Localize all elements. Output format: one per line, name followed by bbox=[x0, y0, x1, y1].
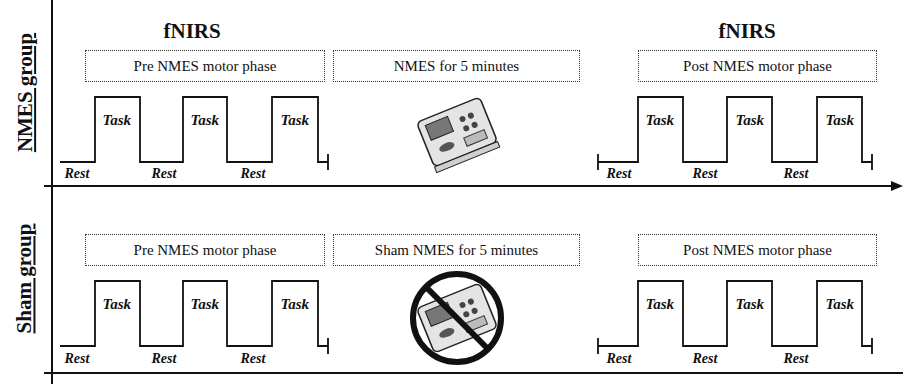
task-label: Task bbox=[281, 296, 310, 313]
phase-box: NMES for 5 minutes bbox=[333, 50, 580, 82]
phase-box: Sham NMES for 5 minutes bbox=[333, 234, 580, 266]
task-label: Task bbox=[646, 112, 675, 129]
stimulator-device bbox=[416, 283, 497, 353]
bottom-line bbox=[44, 372, 903, 374]
task-label: Task bbox=[281, 112, 310, 129]
phase-label: NMES for 5 minutes bbox=[394, 58, 519, 75]
phase-box: Pre NMES motor phase bbox=[85, 234, 325, 266]
rest-label: Rest bbox=[607, 351, 632, 367]
rest-label: Rest bbox=[152, 166, 177, 182]
phase-box: Post NMES motor phase bbox=[638, 50, 877, 82]
task-label: Task bbox=[191, 112, 220, 129]
block-wave bbox=[60, 97, 328, 170]
rest-label: Rest bbox=[607, 166, 632, 182]
block-wave bbox=[598, 97, 872, 170]
block-waves bbox=[60, 97, 872, 354]
task-label: Task bbox=[103, 112, 132, 129]
recording-label: fNIRS bbox=[164, 19, 221, 44]
recording-label: fNIRS bbox=[719, 19, 776, 44]
rest-label: Rest bbox=[65, 351, 90, 367]
prohibition-sign bbox=[413, 274, 501, 362]
phase-label: Post NMES motor phase bbox=[683, 242, 832, 259]
block-wave bbox=[60, 281, 328, 354]
task-label: Task bbox=[826, 112, 855, 129]
rest-label: Rest bbox=[784, 166, 809, 182]
block-wave bbox=[598, 281, 872, 354]
rest-label: Rest bbox=[693, 166, 718, 182]
phase-box: Post NMES motor phase bbox=[638, 234, 877, 266]
rest-label: Rest bbox=[241, 351, 266, 367]
task-label: Task bbox=[736, 296, 765, 313]
block-wave-row bbox=[60, 281, 872, 354]
group-label: NMES group bbox=[13, 32, 38, 151]
rest-label: Rest bbox=[241, 166, 266, 182]
task-label: Task bbox=[826, 296, 855, 313]
task-label: Task bbox=[191, 296, 220, 313]
rest-label: Rest bbox=[693, 351, 718, 367]
phase-box: Pre NMES motor phase bbox=[85, 50, 325, 82]
phase-label: Pre NMES motor phase bbox=[134, 58, 277, 75]
task-label: Task bbox=[736, 112, 765, 129]
stimulator-device bbox=[416, 97, 499, 173]
rest-label: Rest bbox=[152, 351, 177, 367]
phase-label: Post NMES motor phase bbox=[683, 58, 832, 75]
group-label: Sham group bbox=[12, 223, 37, 333]
task-label: Task bbox=[646, 296, 675, 313]
task-label: Task bbox=[103, 296, 132, 313]
axis-arrowhead bbox=[891, 181, 903, 191]
phase-label: Pre NMES motor phase bbox=[134, 242, 277, 259]
rest-label: Rest bbox=[65, 166, 90, 182]
rest-label: Rest bbox=[784, 351, 809, 367]
phase-label: Sham NMES for 5 minutes bbox=[375, 242, 538, 259]
time-axis bbox=[44, 185, 893, 187]
divider-line bbox=[51, 0, 53, 384]
